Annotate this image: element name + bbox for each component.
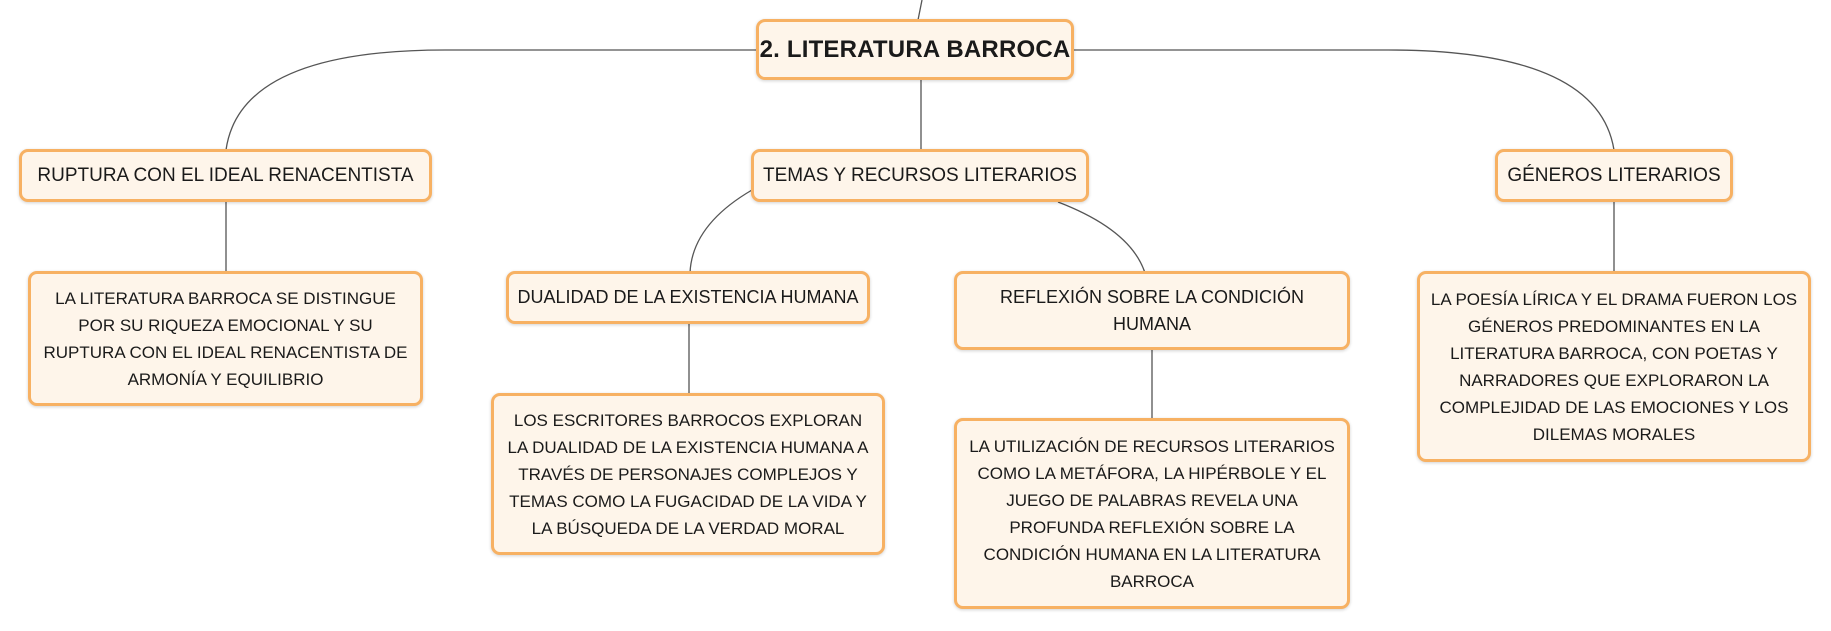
detail-node-generos[interactable]: LA POESÍA LÍRICA Y EL DRAMA FUERON LOS G… xyxy=(1417,271,1811,462)
detail-node-text: LA LITERATURA BARROCA SE DISTINGUE POR S… xyxy=(43,288,408,389)
connector-root-to-generos xyxy=(1073,49,1615,151)
detail-node-text: LA POESÍA LÍRICA Y EL DRAMA FUERON LOS G… xyxy=(1430,289,1798,444)
branch-node-label: RUPTURA CON EL IDEAL RENACENTISTA xyxy=(37,164,414,186)
branch-node-label: GÉNEROS LITERARIOS xyxy=(1507,164,1721,186)
connector-root-to-ruptura xyxy=(225,49,758,151)
detail-node-ruptura[interactable]: LA LITERATURA BARROCA SE DISTINGUE POR S… xyxy=(28,271,423,406)
detail-node-dualidad[interactable]: LOS ESCRITORES BARROCOS EXPLORAN LA DUAL… xyxy=(491,393,885,555)
root-node-label: 2. LITERATURA BARROCA xyxy=(759,35,1071,63)
child-node-label: REFLEXIÓN SOBRE LA CONDICIÓN HUMANA xyxy=(999,286,1305,334)
child-node-label: DUALIDAD DE LA EXISTENCIA HUMANA xyxy=(517,287,859,307)
child-node-dualidad[interactable]: DUALIDAD DE LA EXISTENCIA HUMANA xyxy=(506,271,870,324)
branch-node-label: TEMAS Y RECURSOS LITERARIOS xyxy=(763,164,1077,186)
connector-temas-to-dualidad xyxy=(689,189,753,274)
detail-node-text: LA UTILIZACIÓN DE RECURSOS LITERARIOS CO… xyxy=(969,436,1335,591)
root-node[interactable]: 2. LITERATURA BARROCA xyxy=(756,19,1074,80)
detail-node-reflexion[interactable]: LA UTILIZACIÓN DE RECURSOS LITERARIOS CO… xyxy=(954,418,1350,609)
connector-temas-to-reflexion xyxy=(1057,201,1146,274)
branch-node-ruptura[interactable]: RUPTURA CON EL IDEAL RENACENTISTA xyxy=(19,149,432,202)
branch-node-generos[interactable]: GÉNEROS LITERARIOS xyxy=(1495,149,1733,202)
branch-node-temas[interactable]: TEMAS Y RECURSOS LITERARIOS xyxy=(751,149,1089,202)
child-node-reflexion[interactable]: REFLEXIÓN SOBRE LA CONDICIÓN HUMANA xyxy=(954,271,1350,350)
detail-node-text: LOS ESCRITORES BARROCOS EXPLORAN LA DUAL… xyxy=(507,410,869,538)
connector-parent-to-root xyxy=(917,0,923,21)
